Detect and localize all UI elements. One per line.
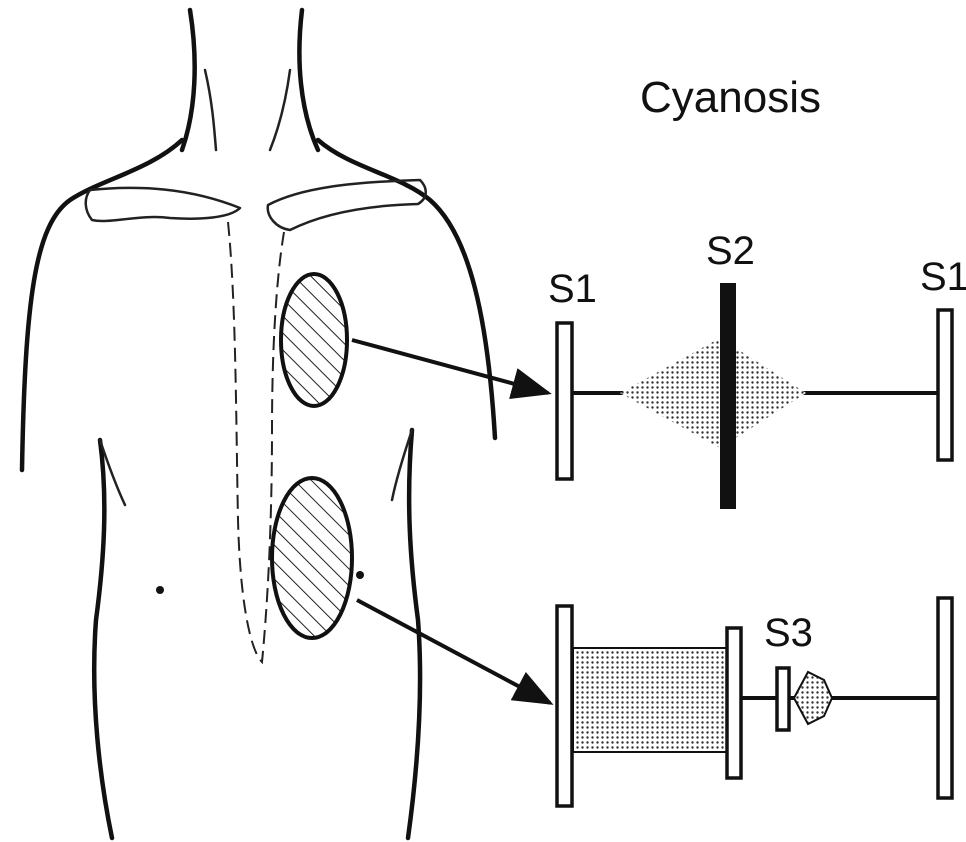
systolic-murmur-shape — [620, 338, 806, 448]
neck-right-line — [299, 10, 318, 150]
bottom-s3-label: S3 — [764, 611, 813, 655]
diagram-title: Cyanosis — [640, 73, 821, 122]
arrow-upper-to-trace — [352, 340, 548, 393]
top-trace: S1 S2 S1 — [548, 229, 966, 509]
bottom-s3-bar — [777, 668, 789, 730]
neck-left-muscle — [205, 70, 216, 150]
arrow-lower-to-trace — [357, 600, 550, 703]
top-s1-bar-right — [938, 310, 952, 460]
top-s1-label-left: S1 — [548, 267, 597, 311]
top-s1-label-right: S1 — [920, 255, 966, 299]
neck-right-muscle — [270, 70, 290, 150]
lower-auscultation-area — [272, 478, 352, 638]
torso-illustration — [22, 10, 495, 838]
top-s2-label: S2 — [706, 229, 755, 273]
top-s1-bar-left — [557, 323, 572, 479]
diastolic-rumble-shape — [794, 672, 832, 724]
bottom-s2-bar — [727, 628, 741, 778]
holosystolic-murmur-block — [573, 648, 728, 752]
left-nipple — [156, 586, 164, 594]
right-nipple — [356, 571, 364, 579]
top-s2-bar — [720, 283, 736, 509]
bottom-trace: S3 — [557, 598, 952, 806]
upper-auscultation-area — [281, 274, 347, 406]
left-clavicle — [86, 188, 240, 221]
left-arm-line — [94, 440, 112, 838]
right-clavicle — [268, 180, 426, 230]
neck-left-line — [182, 10, 195, 150]
bottom-s1-bar-right — [938, 598, 952, 798]
bottom-s1-bar-left — [557, 606, 572, 806]
